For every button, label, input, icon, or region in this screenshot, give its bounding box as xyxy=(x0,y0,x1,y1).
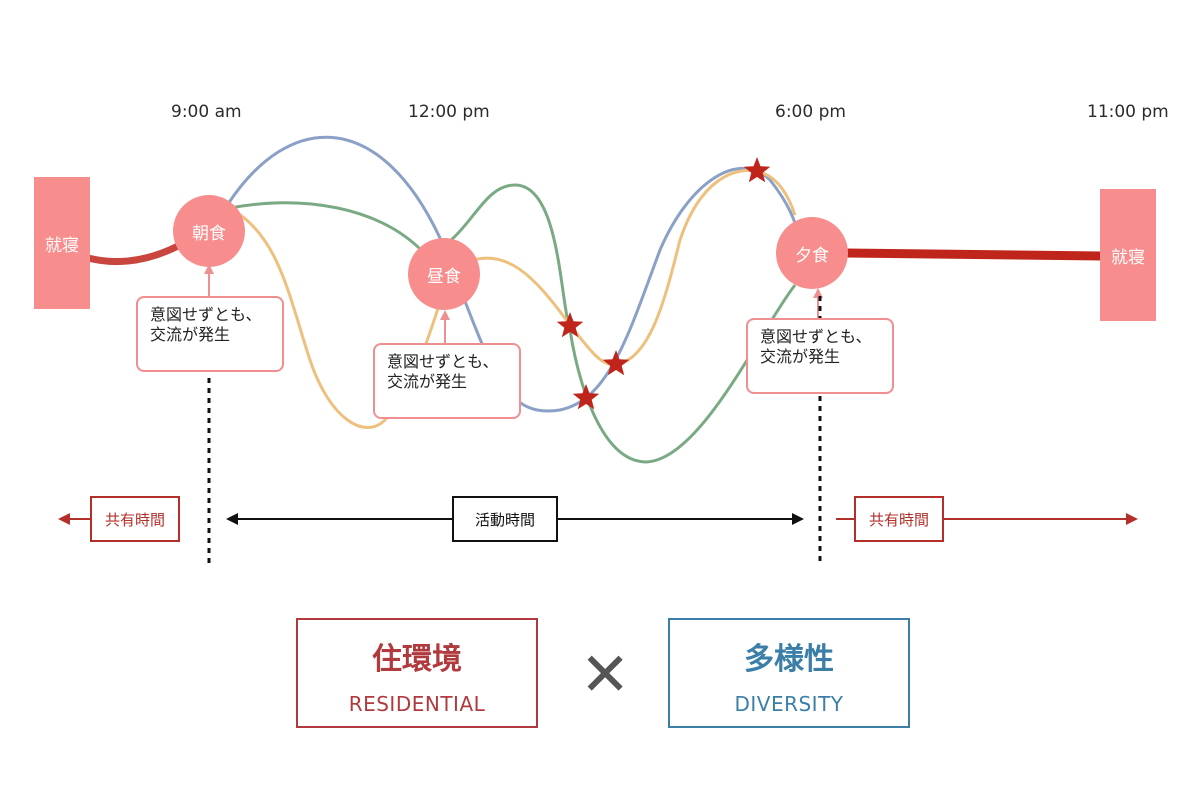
meal-node-dinner: 夕食 xyxy=(776,217,848,289)
path-green xyxy=(229,183,797,464)
callout-line2: 交流が発生 xyxy=(150,325,231,344)
star-4 xyxy=(743,157,771,183)
callout-dinner: 意図せずとも、 交流が発生 xyxy=(746,318,894,394)
connector-lunch-head xyxy=(440,310,450,320)
callout-lunch: 意図せずとも、 交流が発生 xyxy=(373,343,521,419)
callout-breakfast: 意図せずとも、 交流が発生 xyxy=(136,296,284,372)
callout-line1: 意図せずとも、 xyxy=(150,305,262,324)
meal-node-breakfast: 朝食 xyxy=(173,195,245,267)
residential-title: 住環境 xyxy=(372,642,462,677)
callout-line2: 交流が発生 xyxy=(387,372,468,391)
time-label-6pm: 6:00 pm xyxy=(775,102,846,122)
callout-line1: 意図せずとも、 xyxy=(387,352,499,371)
star-2 xyxy=(602,350,630,376)
sleep-block-end: 就寝 xyxy=(1100,189,1156,321)
shared-time-label-right: 共有時間 xyxy=(854,496,944,542)
shared-time-label-left: 共有時間 xyxy=(90,496,180,542)
multiply-icon: ✕ xyxy=(580,640,631,710)
sleep-evening-line xyxy=(845,248,1103,261)
time-label-9am: 9:00 am xyxy=(171,102,242,122)
path-orange xyxy=(235,168,797,429)
diversity-title: 多様性 xyxy=(744,642,834,677)
shared-right-arrowhead xyxy=(1126,513,1138,525)
active-arrowhead-left xyxy=(226,513,238,525)
time-label-11pm: 11:00 pm xyxy=(1087,102,1169,122)
active-time-label: 活動時間 xyxy=(452,496,558,542)
sleep-morning-line xyxy=(84,242,182,266)
connector-breakfast-head xyxy=(204,264,214,274)
shared-left-arrowhead xyxy=(58,513,70,525)
diversity-subtitle: DIVERSITY xyxy=(734,692,844,716)
callout-line1: 意図せずとも、 xyxy=(760,327,872,346)
star-3 xyxy=(572,384,600,410)
active-arrowhead-right xyxy=(792,513,804,525)
callout-line2: 交流が発生 xyxy=(760,347,841,366)
star-1 xyxy=(556,312,584,338)
residential-box: 住環境 RESIDENTIAL xyxy=(296,618,538,728)
meal-node-lunch: 昼食 xyxy=(408,238,480,310)
sleep-block-start: 就寝 xyxy=(34,177,90,309)
connector-dinner-head xyxy=(813,288,823,298)
diversity-box: 多様性 DIVERSITY xyxy=(668,618,910,728)
residential-subtitle: RESIDENTIAL xyxy=(348,692,486,716)
time-label-12pm: 12:00 pm xyxy=(408,102,490,122)
